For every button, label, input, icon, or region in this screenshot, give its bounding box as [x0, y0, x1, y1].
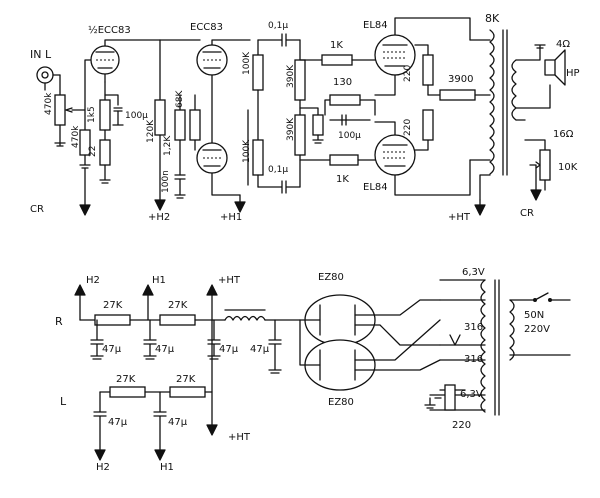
heater-2-label: 6,3V: [460, 389, 483, 400]
r-68k-value: 68K: [175, 90, 185, 108]
input-jack: [36, 66, 61, 91]
preamp-tube-label: ½ECC83: [88, 24, 131, 36]
h2-label-ps-top: H2: [86, 275, 100, 286]
sec-2-label: 316: [464, 354, 483, 365]
screen-resistors-220: [414, 44, 434, 151]
c-47u-4-value: 47µ: [250, 344, 270, 355]
r-rail: [79, 309, 301, 374]
grid-stopper-bottom: [299, 154, 379, 166]
grid-leak-value: 470k: [71, 125, 81, 148]
mains-220-label: 220V: [524, 324, 550, 335]
ht-arrow-top: [474, 199, 486, 216]
tap-4-label: 4Ω: [556, 39, 570, 50]
plate-resistor-120k: [154, 39, 166, 211]
driver-tube-label: ECC83: [190, 22, 223, 33]
input-pot: [54, 59, 93, 147]
cr-left-arrow: [79, 167, 91, 216]
ht-label-ps-bottom: +HT: [228, 432, 251, 443]
r-3900: [427, 89, 491, 101]
rect-bottom-label: EZ80: [328, 397, 354, 408]
l-rail: [93, 319, 218, 461]
r-220-bottom-value: 220: [403, 119, 413, 136]
c-47u-5-value: 47µ: [108, 417, 128, 428]
pot-value: 470k: [44, 92, 54, 115]
coupling-cap-top: [257, 33, 301, 47]
heater-1-label: 6,3V: [462, 267, 485, 278]
sec-1-label: 316: [464, 322, 483, 333]
r-27k-3-value: 27K: [116, 374, 136, 385]
r-390k-top-value: 390K: [286, 64, 296, 88]
h1-arrow-top: [234, 194, 246, 213]
c-47u-3-value: 47µ: [219, 344, 239, 355]
r-3900-value: 3900: [448, 74, 473, 85]
preamp-cathode-network: [79, 81, 124, 184]
r-120k-value: 120K: [146, 119, 156, 143]
c-bottom-value: 0,1µ: [268, 165, 288, 175]
speaker-label: HP: [566, 68, 580, 79]
r-100k-bottom-value: 100K: [242, 139, 252, 163]
ht-label-top: +HT: [448, 212, 471, 223]
r-390k-bottom-value: 390K: [286, 117, 296, 141]
mains-50n-label: 50N: [524, 310, 544, 321]
cathode-cap-value: 100µ: [125, 111, 148, 121]
phase-splitter-resistors: [247, 39, 264, 188]
cathode-r-1k5-value: 1k5: [87, 106, 97, 123]
h1-label-top: +H1: [220, 212, 242, 223]
ot-8k-label: 8K: [485, 12, 500, 25]
r-27k-1-value: 27K: [103, 300, 123, 311]
c-100n-value: 100n: [161, 170, 171, 193]
driver-bias-network: [159, 39, 201, 199]
hum-balance-pot: [424, 384, 466, 411]
tap-16-label: 16Ω: [553, 129, 574, 140]
channel-r-label: R: [55, 315, 63, 328]
power-tube-top: [374, 17, 471, 96]
pot-10k-label: 10K: [558, 162, 578, 173]
c-100u-value: 100µ: [338, 131, 361, 141]
rect-top-label: EZ80: [318, 272, 344, 283]
driver-tube: [196, 39, 251, 196]
c-47u-2-value: 47µ: [155, 344, 175, 355]
power-transformer: [429, 279, 515, 416]
r-1k-top-value: 1K: [330, 40, 343, 51]
r-220-top-value: 220: [403, 65, 413, 82]
r-27k-4-value: 27K: [176, 374, 196, 385]
r-27k-2-value: 27K: [168, 300, 188, 311]
preamp-tube: [90, 39, 161, 83]
coupling-cap-bottom: [257, 180, 301, 194]
r-130-value: 130: [333, 77, 352, 88]
grid-resistors-390k: [294, 39, 324, 188]
ht-label-ps-top: +HT: [218, 275, 241, 286]
cr-right-label: CR: [520, 208, 534, 219]
h1-label-ps-top: H1: [152, 275, 166, 286]
rail-arrows-top: [74, 284, 218, 321]
r-1k-bottom-value: 1K: [336, 174, 349, 185]
rectifier-tube-bottom: [299, 319, 441, 391]
grid-stopper-top: [299, 54, 379, 66]
power-tube-bottom-label: EL84: [363, 182, 388, 193]
output-transformer: [469, 29, 517, 201]
cathode-r-22-value: 22: [88, 146, 98, 157]
power-cathode-network: [324, 94, 376, 126]
power-tube-top-label: EL84: [363, 20, 388, 31]
channel-l-label: L: [60, 395, 67, 408]
mains-input: [509, 292, 571, 356]
r-100k-top-value: 100K: [242, 51, 252, 75]
power-tube-bottom: [374, 121, 471, 196]
c-47u-6-value: 47µ: [168, 417, 188, 428]
rectifier-tube-top: [299, 294, 441, 346]
cr-left-label: CR: [30, 204, 44, 215]
h2-label-ps-bottom: H2: [96, 462, 110, 473]
input-label: IN L: [30, 48, 52, 61]
speaker-output: [515, 44, 566, 121]
c-47u-1-value: 47µ: [102, 344, 122, 355]
h2-label-top: +H2: [148, 212, 170, 223]
r-1k2-value: 1,2K: [163, 135, 173, 156]
hum-pot-value: 220: [452, 420, 471, 431]
h1-label-ps-bottom: H1: [160, 462, 174, 473]
c-top-value: 0,1µ: [268, 21, 288, 31]
nfb-pot: [524, 139, 551, 201]
